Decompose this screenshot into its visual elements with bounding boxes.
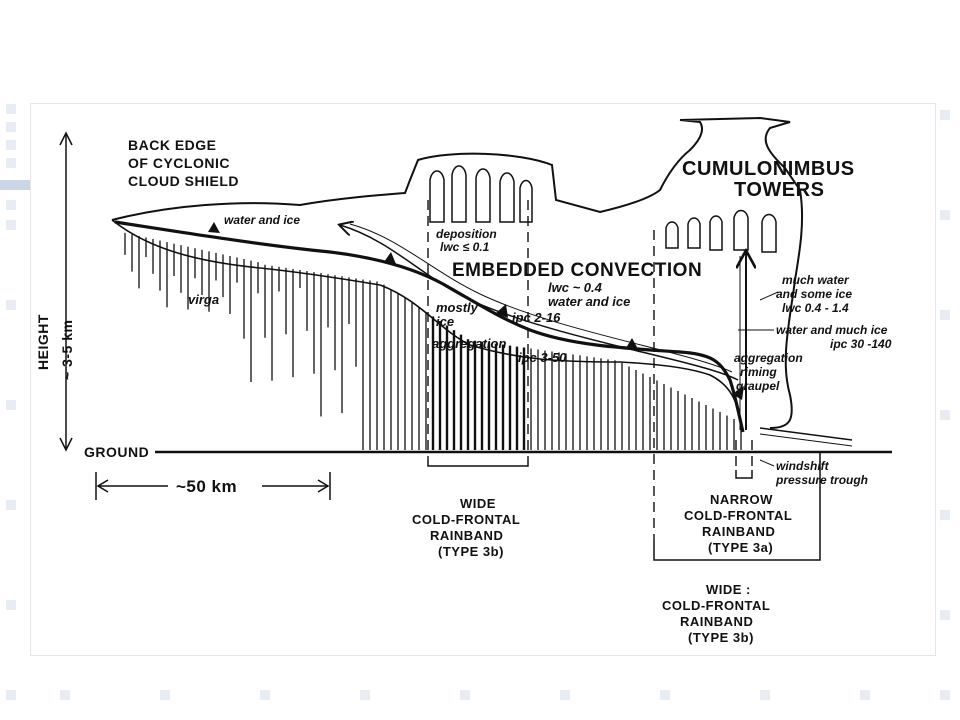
updraft-arrow-left-inner bbox=[349, 223, 733, 373]
wide-band-left-label: WIDE COLD-FRONTAL RAINBAND (TYPE 3b) bbox=[412, 496, 520, 559]
svg-text:(TYPE 3b): (TYPE 3b) bbox=[688, 630, 754, 645]
lwc-04-label: lwc ~ 0.4 water and ice bbox=[548, 280, 630, 309]
distance-label: ~50 km bbox=[176, 477, 237, 496]
cloud-outline bbox=[111, 116, 804, 429]
narrow-band-label: NARROW COLD-FRONTAL RAINBAND (TYPE 3a) bbox=[684, 492, 792, 555]
svg-text:CUMULONIMBUS: CUMULONIMBUS bbox=[682, 158, 855, 180]
svg-text:water and much ice: water and much ice bbox=[776, 323, 888, 337]
ground-label: GROUND bbox=[84, 444, 149, 460]
slide-accent-bar bbox=[0, 180, 30, 190]
deposition-label: deposition lwc ≤ 0.1 bbox=[436, 227, 497, 254]
svg-text:graupel: graupel bbox=[735, 379, 780, 393]
cloud-base bbox=[111, 219, 743, 431]
svg-text:COLD-FRONTAL: COLD-FRONTAL bbox=[412, 512, 520, 527]
height-axis bbox=[59, 131, 73, 452]
svg-text:aggregation: aggregation bbox=[734, 351, 803, 365]
svg-text:much water: much water bbox=[782, 273, 850, 287]
svg-text:lwc ≤ 0.1: lwc ≤ 0.1 bbox=[440, 240, 490, 254]
precipitation-streaks bbox=[124, 232, 742, 450]
embedded-convection-towers bbox=[429, 165, 777, 253]
windshift-pointer bbox=[759, 459, 775, 467]
svg-text:lwc 0.4 - 1.4: lwc 0.4 - 1.4 bbox=[782, 301, 849, 315]
svg-text:ice: ice bbox=[436, 314, 454, 329]
ipc-3-50-label: ipc 3-50 bbox=[518, 350, 567, 365]
svg-text:lwc ~ 0.4: lwc ~ 0.4 bbox=[548, 280, 603, 295]
slide-top-band bbox=[0, 0, 960, 100]
distance-scale bbox=[95, 472, 331, 500]
water-and-ice-label: water and ice bbox=[224, 213, 300, 227]
svg-text:WIDE: WIDE bbox=[460, 496, 496, 511]
inflow-arrow-2 bbox=[759, 433, 853, 447]
svg-text:RAINBAND: RAINBAND bbox=[430, 528, 503, 543]
svg-text:TOWERS: TOWERS bbox=[734, 179, 824, 201]
svg-text:deposition: deposition bbox=[436, 227, 497, 241]
front-triangles bbox=[208, 222, 744, 400]
mostly-ice-label: mostly ice bbox=[436, 300, 479, 329]
svg-text:CLOUD SHIELD: CLOUD SHIELD bbox=[128, 173, 239, 189]
virga-label: virga bbox=[188, 292, 219, 307]
svg-text:RAINBAND: RAINBAND bbox=[680, 614, 753, 629]
svg-text:riming: riming bbox=[740, 365, 777, 379]
much-water-label: much water and some ice lwc 0.4 - 1.4 bbox=[776, 273, 852, 315]
svg-text:and some ice: and some ice bbox=[776, 287, 852, 301]
windshift-label: windshift pressure trough bbox=[775, 459, 868, 487]
ipc-2-16-label: ipc 2-16 bbox=[512, 310, 561, 325]
svg-text:WIDE :: WIDE : bbox=[706, 582, 751, 597]
height-axis-label: HEIGHT bbox=[35, 314, 51, 370]
water-much-ice-label: water and much ice ipc 30 -140 bbox=[776, 323, 892, 351]
svg-text:pressure trough: pressure trough bbox=[775, 473, 868, 487]
svg-text:COLD-FRONTAL: COLD-FRONTAL bbox=[662, 598, 770, 613]
inflow-arrow bbox=[759, 427, 853, 441]
embedded-convection-label: EMBEDDED CONVECTION bbox=[452, 260, 702, 281]
band-brackets bbox=[427, 452, 821, 561]
cumulonimbus-label: CUMULONIMBUS TOWERS bbox=[682, 158, 855, 201]
svg-text:NARROW: NARROW bbox=[710, 492, 773, 507]
svg-text:ipc 30 -140: ipc 30 -140 bbox=[830, 337, 892, 351]
updraft-arrow-left bbox=[340, 225, 739, 381]
svg-text:mostly: mostly bbox=[436, 300, 479, 315]
svg-text:BACK EDGE: BACK EDGE bbox=[128, 137, 217, 153]
svg-text:COLD-FRONTAL: COLD-FRONTAL bbox=[684, 508, 792, 523]
back-edge-label: BACK EDGE OF CYCLONIC CLOUD SHIELD bbox=[128, 137, 239, 189]
svg-text:OF CYCLONIC: OF CYCLONIC bbox=[128, 155, 230, 171]
svg-text:water and ice: water and ice bbox=[548, 294, 630, 309]
height-value-label: ~ 3-5 km bbox=[59, 320, 75, 380]
much-water-pointer bbox=[759, 291, 779, 301]
band-boundaries bbox=[427, 200, 753, 540]
svg-text:(TYPE 3a): (TYPE 3a) bbox=[708, 540, 773, 555]
svg-text:(TYPE 3b): (TYPE 3b) bbox=[438, 544, 504, 559]
aggregation-left-label: aggregation bbox=[432, 336, 506, 351]
aggregation-right-label: aggregation riming graupel bbox=[734, 351, 803, 393]
svg-text:windshift: windshift bbox=[776, 459, 830, 473]
wide-band-right-label: WIDE : COLD-FRONTAL RAINBAND (TYPE 3b) bbox=[662, 582, 770, 645]
svg-text:RAINBAND: RAINBAND bbox=[702, 524, 775, 539]
